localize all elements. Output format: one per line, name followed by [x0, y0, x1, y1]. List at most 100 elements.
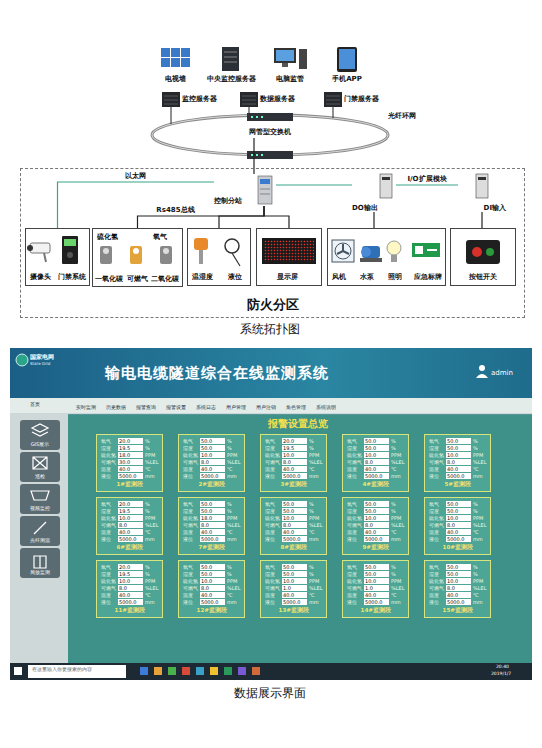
unit: ℃ — [309, 529, 322, 535]
threshold-value: 1.0 — [282, 585, 307, 591]
parameter-name: 可燃气 — [347, 585, 362, 591]
text-label: 系统日志 — [196, 405, 216, 411]
parameter-name: 液位 — [265, 599, 280, 605]
device-label: 摄像头 — [30, 273, 51, 281]
node-label: DO输出 — [352, 204, 378, 212]
text-label: 巡检 — [35, 474, 45, 480]
unit: ℃ — [227, 529, 240, 535]
threshold-value: 40.0 — [364, 592, 389, 598]
unit: PPM — [145, 452, 158, 458]
parameter-name: 可燃气 — [265, 585, 280, 591]
parameter-name: 湿度 — [101, 445, 116, 451]
threshold-value: 10.0 — [446, 452, 471, 458]
unit: % — [145, 508, 158, 514]
node-label: 手机APP — [332, 75, 362, 83]
device-label: 水泵 — [360, 273, 374, 281]
panel-title: 10#监测段 — [429, 543, 486, 551]
panel-title: 14#监测段 — [347, 606, 404, 614]
parameter-name: 温度 — [183, 592, 198, 598]
unit: PPM — [145, 515, 158, 521]
parameter-name: 温度 — [347, 529, 362, 535]
exit-sign — [412, 243, 440, 257]
parameter-name: 氧气 — [347, 501, 362, 507]
threshold-value: 8.0 — [200, 522, 225, 528]
threshold-value: 50.0 — [364, 501, 389, 507]
parameter-name: 硫化氢 — [265, 452, 280, 458]
parameter-name: 硫化氢 — [183, 515, 198, 521]
control-cabinet — [258, 176, 272, 204]
threshold-value: 8.0 — [364, 522, 389, 528]
unit: ℃ — [227, 466, 240, 472]
io-module-box: DI输入 — [458, 172, 506, 212]
threshold-value: 30.0 — [118, 459, 143, 465]
text-label: 数据展示界面 — [234, 686, 306, 700]
parameter-name: 温度 — [183, 466, 198, 472]
threshold-value: 20.0 — [118, 501, 143, 507]
device-label: 可燃气 — [127, 275, 148, 283]
unit: ℃ — [145, 529, 158, 535]
parameter-name: 湿度 — [101, 508, 116, 514]
parameter-name: 硫化氢 — [429, 578, 444, 584]
threshold-value: 5000.0 — [118, 599, 143, 605]
unit: PPM — [391, 515, 404, 521]
threshold-value: 50.0 — [446, 508, 471, 514]
parameter-name: 硫化氢 — [347, 452, 362, 458]
text-label: 光纤测温 — [30, 538, 50, 544]
threshold-value: 50.0 — [364, 508, 389, 514]
threshold-value: 10.0 — [364, 515, 389, 521]
unit: mm — [309, 599, 322, 605]
threshold-value: 5000.0 — [282, 599, 307, 605]
threshold-value: 19.5 — [282, 445, 307, 451]
threshold-value: 20.0 — [118, 564, 143, 570]
unit: % — [391, 445, 404, 451]
parameter-name: 温度 — [429, 466, 444, 472]
unit: % — [145, 571, 158, 577]
device-group-box: 按钮开关 — [450, 228, 516, 286]
parameter-name: 液位 — [347, 599, 362, 605]
parameter-name: 氧气 — [347, 564, 362, 570]
text-label: 用户管理 — [226, 405, 246, 411]
panel-title: 12#监测段 — [183, 606, 240, 614]
unit: mm — [309, 473, 322, 479]
unit: ℃ — [391, 592, 404, 598]
unit: % — [309, 508, 322, 514]
unit: %LEL — [145, 585, 158, 591]
unit: %LEL — [309, 459, 322, 465]
threshold-value: 40.0 — [446, 529, 471, 535]
connector — [58, 182, 215, 228]
parameter-name: 湿度 — [183, 571, 198, 577]
unit: PPM — [309, 578, 322, 584]
connector — [373, 212, 374, 228]
threshold-value: 40.0 — [118, 466, 143, 472]
connector — [396, 184, 458, 185]
unit: mm — [145, 536, 158, 542]
node-label: 监控服务器 — [182, 95, 217, 103]
parameter-name: 可燃气 — [183, 459, 198, 465]
threshold-value: 40.0 — [282, 529, 307, 535]
threshold-value: 50.0 — [446, 571, 471, 577]
threshold-value: 40.0 — [282, 466, 307, 472]
unit: ℃ — [227, 592, 240, 598]
unit: mm — [473, 599, 486, 605]
unit: % — [473, 438, 486, 444]
parameter-name: 硫化氢 — [183, 578, 198, 584]
fan-icon — [332, 240, 354, 262]
unit: % — [145, 564, 158, 570]
text-label: 局放监测 — [30, 570, 50, 576]
unit: ℃ — [391, 529, 404, 535]
threshold-value: 5000.0 — [446, 473, 471, 479]
parameter-name: 硫化氢 — [265, 515, 280, 521]
threshold-value: 40.0 — [282, 592, 307, 598]
unit: % — [391, 438, 404, 444]
unit: mm — [473, 536, 486, 542]
led-display — [262, 238, 316, 264]
parameter-name: 温度 — [101, 529, 116, 535]
fire-zone: 防火分区控制分站DO输出DI输入摄像头门禁系统硫化氢氧气一氧化碳可燃气二氧化碳温… — [20, 168, 525, 318]
connector — [138, 206, 265, 228]
threshold-value: 10.0 — [200, 578, 225, 584]
edge-label: Rs485总线 — [155, 206, 195, 214]
parameter-name: 氧气 — [183, 564, 198, 570]
threshold-value: 50.0 — [446, 564, 471, 570]
parameter-name: 液位 — [183, 536, 198, 542]
unit: % — [145, 438, 158, 444]
